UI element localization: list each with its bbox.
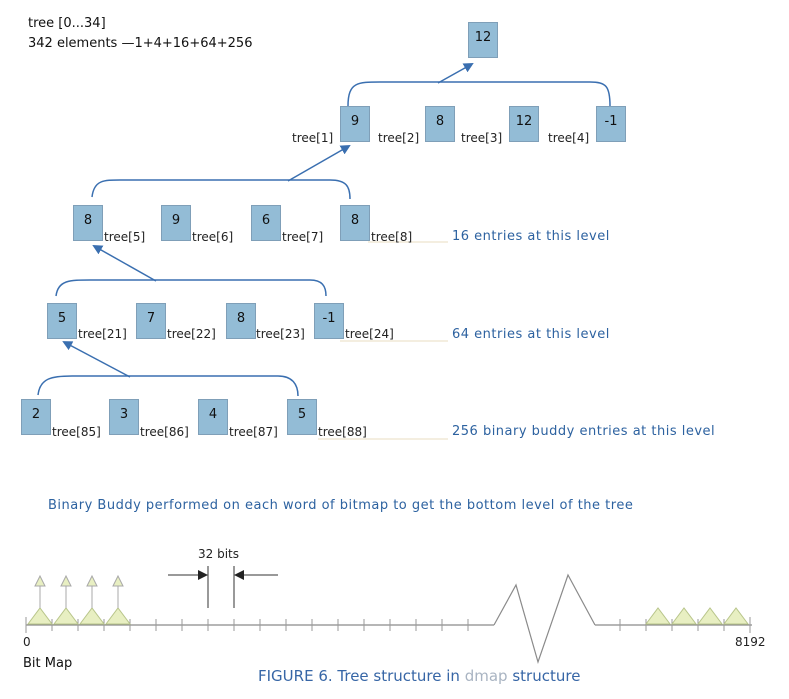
node-label-l2-2: tree[6] (192, 230, 234, 244)
node-label-l4-2: tree[86] (140, 425, 189, 439)
level-note-256: 256 binary buddy entries at this level (452, 424, 716, 439)
bitmap-start-label: 0 (23, 635, 31, 649)
node-label-l2-1: tree[5] (104, 230, 146, 244)
arrow-l4-to-l3 (62, 341, 131, 378)
caption-term: dmap (464, 667, 508, 685)
bitmap-axis (26, 573, 752, 664)
tree-node-root: 12 (468, 22, 498, 58)
caption-suffix: structure (507, 667, 581, 685)
node-label-l1-3: tree[3] (461, 131, 503, 145)
bracket-l4 (37, 375, 299, 397)
node-label-l2-3: tree[7] (282, 230, 324, 244)
tree-node-l3-3: 8 (226, 303, 256, 339)
bitmap-ticks (25, 617, 751, 633)
tree-node-l1-2: 8 (425, 106, 455, 142)
bracket-l2 (91, 179, 351, 200)
label-baselines (318, 241, 448, 440)
figure-caption: FIGURE 6. Tree structure in dmap structu… (258, 667, 580, 685)
binary-buddy-note: Binary Buddy performed on each word of b… (48, 498, 634, 513)
caption-prefix: FIGURE 6. Tree structure in (258, 667, 465, 685)
level-note-16: 16 entries at this level (452, 229, 610, 244)
node-label-l3-2: tree[22] (167, 327, 216, 341)
tree-node-l4-1: 2 (21, 399, 51, 435)
arrow-l3-to-l2 (92, 245, 157, 282)
tree-node-l1-3: 12 (509, 106, 539, 142)
tree-range-title: tree [0...34] (28, 16, 106, 31)
width-marker (168, 566, 278, 608)
node-label-l4-1: tree[85] (52, 425, 101, 439)
tree-node-l4-2: 3 (109, 399, 139, 435)
node-label-l3-3: tree[23] (256, 327, 305, 341)
arrow-l2-to-l1 (287, 145, 351, 182)
level-note-64: 64 entries at this level (452, 327, 610, 342)
tree-node-l2-3: 6 (251, 205, 281, 241)
tree-node-l4-4: 5 (287, 399, 317, 435)
bit-width-label: 32 bits (198, 547, 239, 561)
node-label-l3-1: tree[21] (78, 327, 127, 341)
tree-node-l2-2: 9 (161, 205, 191, 241)
node-label-l4-3: tree[87] (229, 425, 278, 439)
tree-node-l4-3: 4 (198, 399, 228, 435)
tree-node-l1-4: -1 (596, 106, 626, 142)
node-label-l1-1: tree[1] (292, 131, 334, 145)
element-count: 342 elements —1+4+16+64+256 (28, 36, 253, 51)
bitmap-triangles-left (27, 607, 131, 625)
node-label-l1-2: tree[2] (378, 131, 420, 145)
bitmap-triangles-right (645, 607, 749, 625)
tree-node-l3-4: -1 (314, 303, 344, 339)
bracket-l3 (55, 279, 327, 297)
bracket-l1 (347, 81, 611, 107)
node-label-l4-4: tree[88] (318, 425, 367, 439)
tree-node-l3-2: 7 (136, 303, 166, 339)
node-label-l3-4: tree[24] (345, 327, 394, 341)
tree-node-l3-1: 5 (47, 303, 77, 339)
bitmap-up-arrows (34, 574, 124, 608)
arrow-l1-to-root (437, 63, 474, 84)
bitmap-end-label: 8192 (735, 635, 766, 649)
tree-node-l2-1: 8 (73, 205, 103, 241)
node-label-l1-4: tree[4] (548, 131, 590, 145)
tree-node-l1-1: 9 (340, 106, 370, 142)
tree-node-l2-4: 8 (340, 205, 370, 241)
node-label-l2-4: tree[8] (371, 230, 413, 244)
bitmap-name-label: Bit Map (23, 656, 73, 671)
